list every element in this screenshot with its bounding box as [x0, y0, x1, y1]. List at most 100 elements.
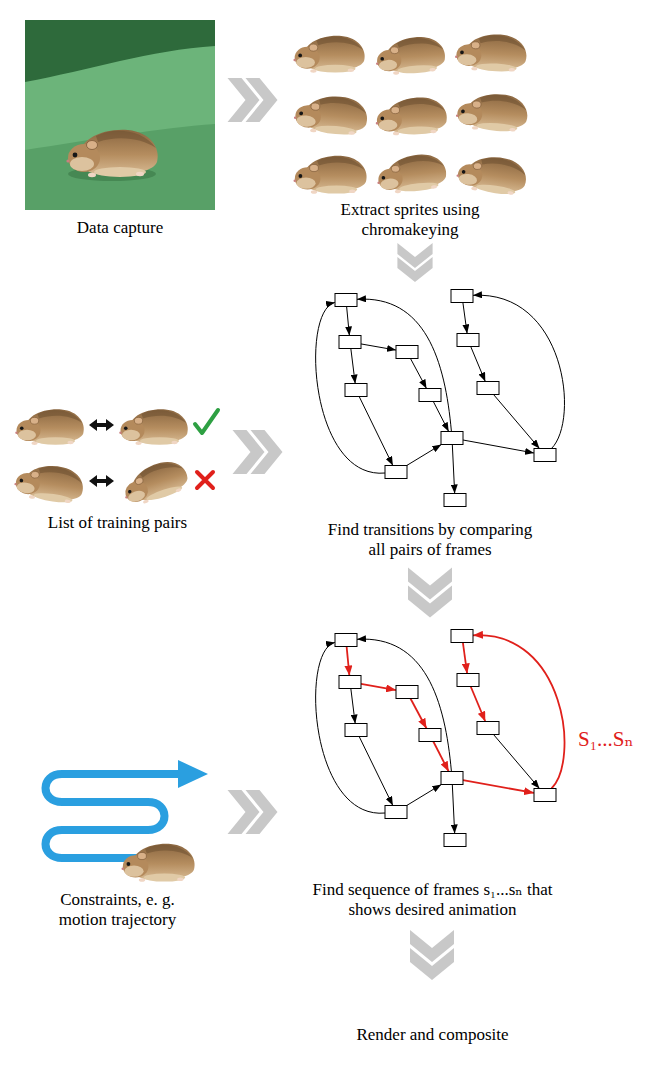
transition-arrow	[452, 445, 454, 494]
stage-caption: Constraints, e. g. motion trajectory	[40, 890, 195, 930]
transition-arrow	[433, 742, 448, 772]
stage: Render and composite	[290, 990, 575, 1045]
frame-box	[335, 634, 357, 647]
frame-box	[345, 724, 367, 737]
stage-arrow	[410, 920, 454, 990]
stage-caption: Render and composite	[293, 1025, 573, 1045]
transition-arrow	[347, 307, 350, 336]
motion-trajectory	[46, 760, 209, 882]
transition-arrow	[471, 347, 486, 382]
transition-arrow	[359, 737, 393, 806]
illustration-slot	[285, 18, 535, 200]
transition-arrow	[407, 445, 442, 466]
transition-arrow	[351, 349, 355, 384]
transition-arrow	[351, 689, 355, 724]
stage: List of training pairs	[10, 395, 225, 533]
stage: Constraints, e. g. motion trajectory	[20, 745, 215, 930]
hamster	[13, 461, 86, 506]
stage-arrow	[220, 78, 285, 122]
frame-box	[477, 382, 499, 395]
illustration-slot	[290, 625, 575, 880]
frame-box	[457, 334, 479, 347]
illustration-slot	[290, 285, 570, 520]
frame-box	[444, 494, 466, 507]
transition-arrow	[463, 440, 534, 453]
frame-box	[335, 294, 357, 307]
frame-box	[385, 806, 407, 819]
transition-arrow	[473, 635, 565, 788]
hamster-sprite	[374, 35, 446, 76]
transition-arrow	[410, 699, 426, 729]
transition-arrow	[357, 639, 451, 771]
hamster-sprite	[293, 36, 364, 73]
hamster	[122, 844, 195, 882]
stage-caption: Data capture	[25, 218, 215, 238]
transition-arrow	[361, 684, 396, 690]
green-floor	[25, 124, 215, 210]
green-screen	[25, 20, 215, 210]
stage-caption: Extract sprites using chromakeying	[335, 200, 485, 240]
sequence-label: S₁...Sₙ	[578, 726, 634, 752]
transition-arrow	[494, 395, 540, 449]
hamster-sprite	[455, 152, 529, 197]
training-pairs	[13, 409, 218, 508]
frame-box	[385, 466, 407, 479]
sprite-grid	[293, 32, 529, 197]
frame-box	[444, 834, 466, 847]
stage: Find sequence of frames s₁...sₙ that sho…	[290, 625, 575, 920]
frame-box	[451, 630, 473, 643]
trajectory-arrowhead	[178, 760, 208, 788]
frame-box	[419, 389, 441, 402]
hamster-sprite	[454, 32, 527, 73]
transition-graph	[316, 290, 565, 507]
transition-arrow	[407, 785, 442, 806]
stage: Extract sprites using chromakeying	[285, 18, 535, 240]
hamster-sprite	[375, 152, 448, 195]
illustration-slot	[10, 395, 225, 513]
illustration-slot	[20, 745, 215, 890]
hamster	[118, 456, 191, 509]
frame-box	[441, 432, 463, 445]
transition-arrow	[347, 647, 350, 676]
stage: Find transitions by comparing all pairs …	[290, 285, 570, 560]
frame-box	[339, 676, 361, 689]
transition-arrow	[433, 402, 448, 432]
frame-box	[396, 686, 418, 699]
transition-arrow	[359, 397, 393, 466]
stage-caption: List of training pairs	[13, 513, 223, 533]
transition-arrow	[361, 344, 396, 350]
hamster-sprite	[455, 91, 529, 133]
cross-mark	[197, 472, 213, 488]
transition-graph	[316, 630, 565, 847]
stage-arrow	[215, 790, 290, 834]
frame-box	[345, 384, 367, 397]
transition-arrow	[473, 295, 565, 448]
transition-arrow	[410, 359, 426, 389]
transition-arrow	[494, 735, 540, 789]
frame-box	[457, 674, 479, 687]
frame-box	[396, 346, 418, 359]
frame-box	[451, 290, 473, 303]
stage-arrow	[408, 560, 452, 625]
transition-arrow	[316, 302, 385, 473]
frame-box	[419, 729, 441, 742]
illustration-slot	[20, 18, 220, 218]
frame-box	[534, 789, 556, 802]
stage-arrow	[397, 240, 432, 285]
hamster	[119, 409, 188, 445]
hamster	[15, 409, 84, 445]
illustration-slot	[290, 990, 575, 1025]
stage: Data capture	[20, 18, 220, 238]
frame-box	[339, 336, 361, 349]
capture-photo	[25, 20, 215, 210]
transition-arrow	[463, 643, 467, 674]
frame-box	[477, 722, 499, 735]
compare-arrow	[89, 419, 114, 431]
stage-caption: Find sequence of frames s₁...sₙ that sho…	[305, 880, 560, 920]
transition-arrow	[471, 687, 486, 722]
transition-arrow	[463, 780, 534, 793]
hamster-sprite	[375, 96, 448, 135]
hamster-sprite	[293, 93, 369, 137]
